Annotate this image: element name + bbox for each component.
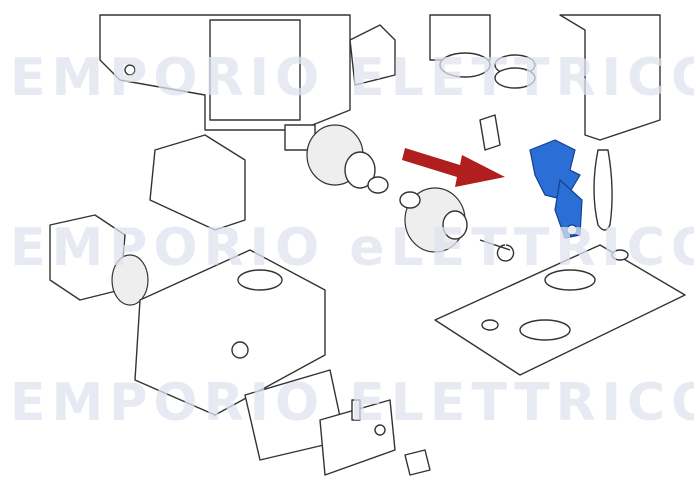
watermark-line-2: EMPORIO eLETTRICO (10, 218, 694, 278)
belt (593, 149, 613, 231)
gear-shaft (284, 124, 389, 194)
watermark: EMPORIO ELETTRICO EMPORIO eLETTRICO EMPO… (10, 48, 694, 433)
screw (404, 449, 431, 476)
pin (479, 239, 515, 262)
circuit-board (559, 14, 661, 141)
bracket (349, 24, 396, 86)
spools (429, 14, 536, 89)
motor-housing (99, 14, 351, 131)
end-cover (319, 399, 396, 476)
red-arrow (402, 148, 505, 187)
gearbox-housing (134, 249, 326, 416)
pinion-gear (111, 254, 149, 306)
watermark-line-1: EMPORIO ELETTRICO (10, 48, 694, 108)
top-cover (149, 134, 246, 231)
gear-wheel (399, 187, 468, 253)
small-screw (351, 399, 361, 421)
blue-lever-part (529, 139, 583, 239)
small-clip (479, 114, 501, 151)
base-plate (434, 244, 686, 376)
watermark-line-3: EMPORIO ELETTRICO (10, 373, 694, 433)
